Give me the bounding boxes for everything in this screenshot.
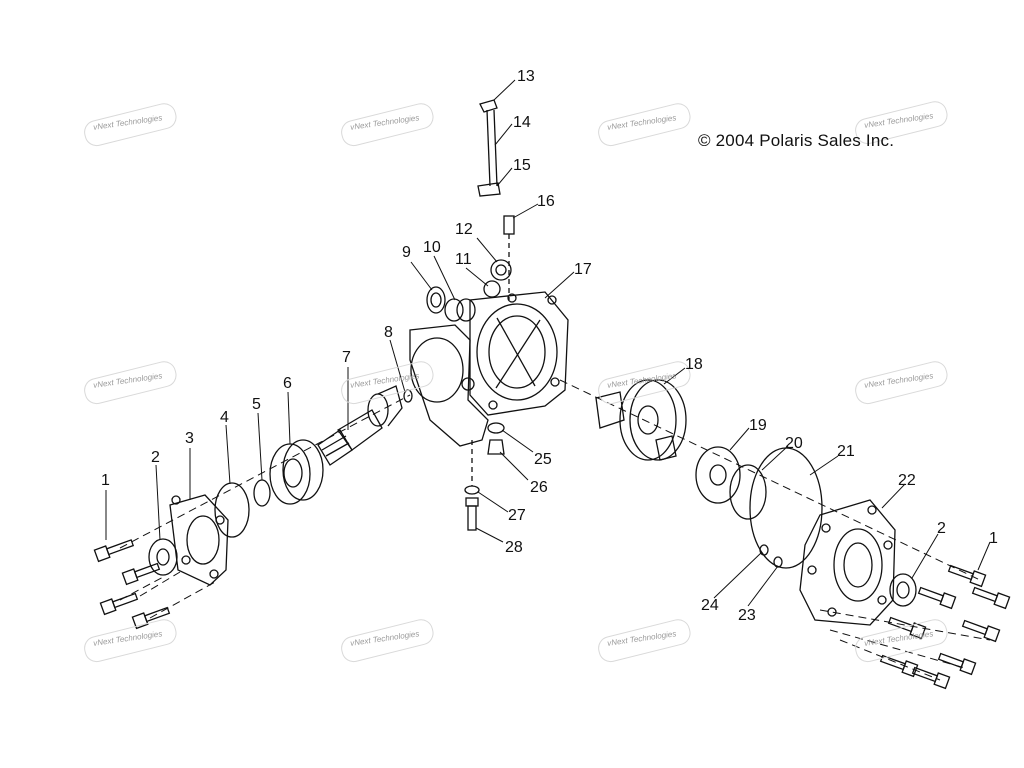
callout-6: 6: [283, 375, 292, 392]
pin-24: [759, 544, 769, 556]
right-seal: [889, 573, 917, 607]
callout-25: 25: [534, 451, 552, 468]
copyright-text: © 2004 Polaris Sales Inc.: [698, 131, 895, 150]
callout-16: 16: [537, 193, 555, 210]
vent-hose-assembly: [477, 99, 501, 197]
callout-3: 3: [185, 430, 194, 447]
snap-ring-5: [253, 479, 271, 507]
callout-5: 5: [252, 396, 261, 413]
right-cover-22: [799, 499, 896, 626]
callout-7: 7: [342, 349, 351, 366]
callout-26: 26: [530, 479, 548, 496]
callout-18: 18: [685, 356, 703, 373]
o-ring-21: [749, 447, 823, 569]
callout-8: 8: [384, 324, 393, 341]
callout-20: 20: [785, 435, 803, 452]
main-housing: [409, 291, 569, 447]
thrust-washer-19: [695, 446, 741, 504]
callout-11: 11: [455, 251, 472, 268]
o-ring-4: [214, 482, 250, 538]
ring-12: [490, 259, 512, 281]
callout-24: 24: [701, 597, 719, 614]
callout-9: 9: [402, 244, 411, 261]
callout-22: 22: [898, 472, 916, 489]
callout-4: 4: [220, 409, 229, 426]
washer-27: [464, 485, 480, 495]
left-cover: [169, 494, 229, 586]
ring-11: [483, 280, 501, 298]
callout-10: 10: [423, 239, 441, 256]
callout-21: 21: [837, 443, 855, 460]
callout-1-right: 1: [989, 530, 998, 547]
callout-1-left: 1: [101, 472, 110, 489]
callout-27: 27: [508, 507, 526, 524]
callout-12: 12: [455, 221, 473, 238]
vent-fitting-16: [503, 215, 515, 300]
callout-23: 23: [738, 607, 756, 624]
bearing-6: [269, 439, 324, 505]
pin-23: [773, 556, 783, 568]
plug-26: [487, 439, 505, 455]
callout-19: 19: [749, 417, 767, 434]
callout-2-right: 2: [937, 520, 946, 537]
callout-13: 13: [517, 68, 535, 85]
o-ring-20: [729, 464, 767, 520]
callout-28: 28: [505, 539, 523, 556]
washer-25: [487, 422, 505, 434]
callout-15: 15: [513, 157, 531, 174]
seal-9: [426, 286, 446, 314]
callout-17: 17: [574, 261, 592, 278]
callout-14: 14: [513, 114, 531, 131]
left-bolts: [93, 539, 171, 630]
bolt-28: [465, 497, 479, 531]
callout-2-left: 2: [151, 449, 160, 466]
left-seal: [148, 538, 178, 576]
